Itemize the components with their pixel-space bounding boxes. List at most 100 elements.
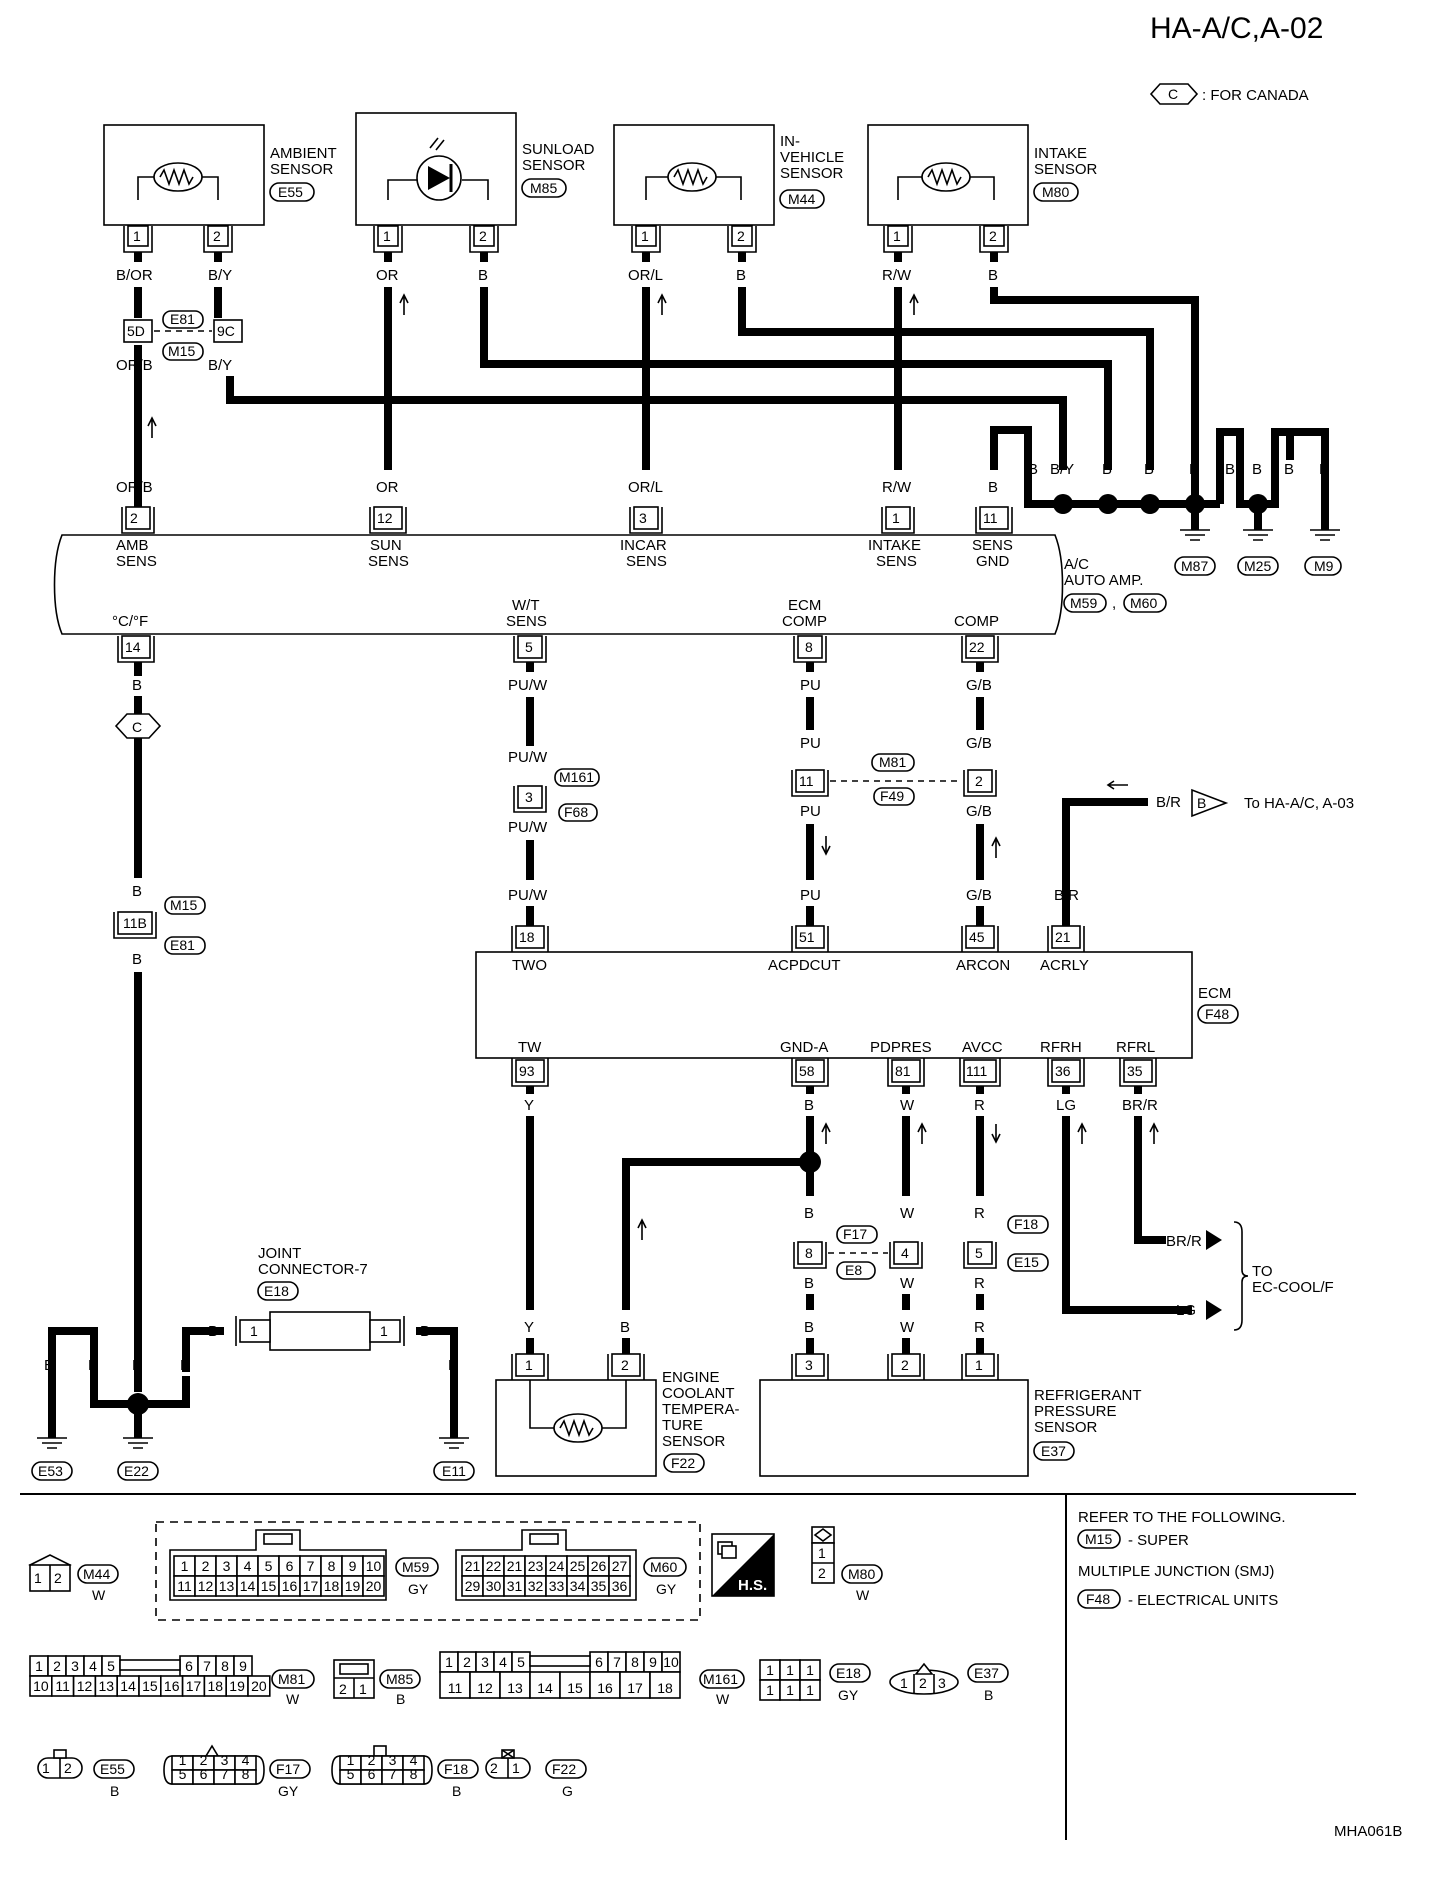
svg-text:°C/°F: °C/°F	[112, 613, 148, 630]
svg-text:ARCON: ARCON	[956, 957, 1010, 974]
svg-text:1: 1	[359, 1681, 367, 1697]
page-title: HA-A/C,A-02	[1150, 12, 1323, 45]
svg-text:M44: M44	[83, 1566, 110, 1582]
m81-pin: 17	[186, 1678, 202, 1694]
m161-pin: 11	[448, 1680, 463, 1696]
svg-text:SENSOR: SENSOR	[1034, 1419, 1098, 1436]
svg-text:M87: M87	[1181, 558, 1208, 574]
svg-text:1: 1	[900, 1675, 908, 1691]
svg-text:1: 1	[525, 1357, 533, 1373]
f17-cell	[234, 1769, 257, 1785]
svg-text:B: B	[1144, 461, 1154, 478]
m161-pin: 4	[499, 1654, 507, 1670]
svg-text:E15: E15	[1014, 1254, 1039, 1270]
svg-text:B: B	[448, 1357, 458, 1374]
svg-text:LG: LG	[1056, 1097, 1076, 1114]
svg-text:COOLANT: COOLANT	[662, 1385, 735, 1402]
svg-text:G/B: G/B	[966, 803, 992, 820]
svg-text:E81: E81	[170, 937, 195, 953]
m161-pin: 13	[507, 1680, 523, 1696]
svg-text:Y: Y	[524, 1319, 534, 1336]
m60-pin: 36	[612, 1578, 628, 1594]
svg-text:E8: E8	[845, 1262, 862, 1278]
svg-text:COMP: COMP	[782, 613, 827, 630]
svg-text:9C: 9C	[217, 323, 235, 339]
svg-text:F18: F18	[1014, 1216, 1038, 1232]
svg-text:AMB: AMB	[116, 537, 149, 554]
m81-pin: 10	[33, 1678, 49, 1694]
e18-cell	[799, 1679, 821, 1701]
svg-text:2: 2	[479, 228, 487, 244]
svg-text:PDPRES: PDPRES	[870, 1039, 932, 1056]
m161-pin: 7	[613, 1654, 621, 1670]
svg-text:11: 11	[799, 773, 814, 789]
m59-pin: 15	[261, 1578, 277, 1594]
m161-pin: 9	[649, 1654, 657, 1670]
m81-pin: 6	[185, 1658, 193, 1674]
svg-text:1: 1	[34, 1570, 42, 1586]
m59-pin: 3	[223, 1558, 231, 1574]
m81-pin: 13	[99, 1678, 115, 1694]
svg-text:BR/R: BR/R	[1122, 1097, 1158, 1114]
svg-text:F49: F49	[880, 788, 904, 804]
svg-text:M15: M15	[1085, 1531, 1112, 1547]
svg-text:3: 3	[805, 1357, 813, 1373]
svg-text:R/W: R/W	[882, 479, 912, 496]
f17-pin: 7	[221, 1766, 229, 1782]
svg-text:M59: M59	[402, 1559, 429, 1575]
m161-pin: 2	[463, 1654, 471, 1670]
svg-text:B: B	[1028, 461, 1038, 478]
svg-text:B: B	[984, 1687, 993, 1703]
svg-text:B: B	[620, 1319, 630, 1336]
f18-cell	[402, 1769, 425, 1785]
svg-text:E37: E37	[1041, 1443, 1066, 1459]
svg-text:111: 111	[966, 1063, 987, 1079]
m81-pin: 19	[229, 1678, 245, 1694]
m161-pin: 6	[595, 1654, 603, 1670]
joint-connector-group	[155, 1521, 701, 1621]
m59-pin: 13	[219, 1578, 235, 1594]
svg-text:B: B	[132, 951, 142, 968]
m60-pin: 31	[507, 1578, 523, 1594]
m81-pin: 12	[77, 1678, 93, 1694]
f18-pin: 6	[368, 1766, 376, 1782]
svg-text:VEHICLE: VEHICLE	[780, 149, 844, 166]
m81-pin: 15	[142, 1678, 158, 1694]
svg-text:E18: E18	[264, 1283, 289, 1299]
svg-text:W: W	[716, 1691, 730, 1707]
svg-text:R: R	[974, 1319, 985, 1336]
svg-text:PU: PU	[800, 887, 821, 904]
f18-pin: 8	[410, 1766, 418, 1782]
svg-text:E22: E22	[124, 1463, 149, 1479]
svg-text:B: B	[110, 1783, 119, 1799]
svg-text:11B: 11B	[123, 915, 147, 931]
svg-text:2: 2	[64, 1760, 72, 1776]
svg-text:51: 51	[799, 929, 815, 945]
svg-text:SENS: SENS	[972, 537, 1013, 554]
m161-pin: 18	[657, 1680, 673, 1696]
in-vehicle-sensor: 1 2 IN- VEHICLE SENSOR M44	[613, 124, 844, 253]
connector-view-e55: 1 2 E55 B	[37, 1749, 135, 1799]
svg-text:B: B	[44, 1357, 54, 1374]
svg-text:SUN: SUN	[370, 537, 402, 554]
m81-pin: 18	[208, 1678, 224, 1694]
bottom-grounds: B B B B B E53 E22 E11	[31, 1327, 475, 1481]
svg-text:1: 1	[641, 228, 649, 244]
svg-text:PU/W: PU/W	[508, 887, 548, 904]
f17-pin: 1	[179, 1752, 187, 1768]
engine-coolant-temp-sensor: 1 2 ENGINE COOLANT TEMPERA- TURE SENSOR …	[495, 1353, 740, 1477]
f18-pin: 7	[389, 1766, 397, 1782]
m60-pin: 22	[486, 1558, 502, 1574]
svg-text:2: 2	[989, 228, 997, 244]
m60-pin: 35	[591, 1578, 607, 1594]
svg-text:E53: E53	[38, 1463, 63, 1479]
lower-wires: Y Y B B B 8 B B W W 4 F17 E8 W	[524, 1086, 1334, 1354]
svg-text:21: 21	[1055, 929, 1071, 945]
m81-pin: 3	[71, 1658, 79, 1674]
svg-text:PRESSURE: PRESSURE	[1034, 1403, 1117, 1420]
svg-text:B/R: B/R	[1156, 794, 1181, 811]
svg-text:E11: E11	[442, 1463, 466, 1479]
svg-text:SENSOR: SENSOR	[270, 161, 334, 178]
svg-text:2: 2	[130, 510, 138, 526]
